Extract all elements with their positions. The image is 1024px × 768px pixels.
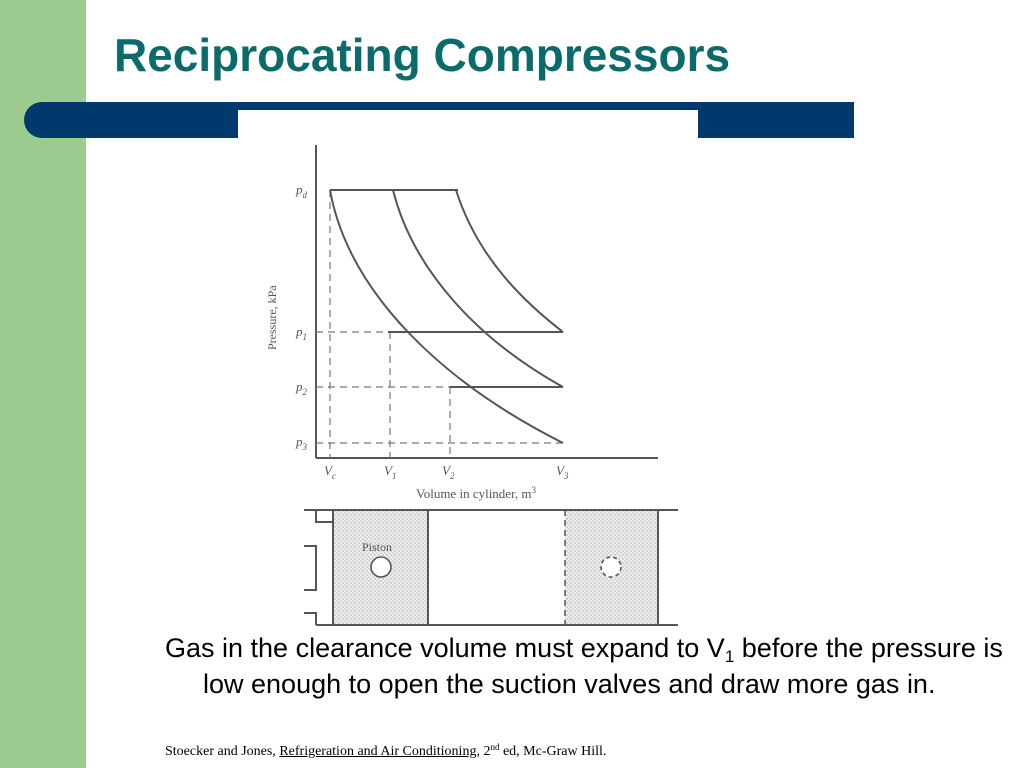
x-axis-label: Volume in cylinder, m3 — [416, 485, 537, 501]
tick-label-v3: V3 — [556, 463, 569, 481]
pv-diagram-svg: Pressure, kPa pd p1 p2 p3 Vc V1 V2 V3 Vo… — [265, 145, 678, 626]
piston-pin-dashed — [600, 556, 622, 578]
citation-edition-sup: nd — [490, 742, 500, 752]
caption-part-2: before the pressure is low enough to ope… — [203, 633, 1003, 699]
dashed-guides — [316, 190, 563, 458]
tick-label-v2: V2 — [442, 463, 455, 481]
cylinder-walls — [304, 509, 678, 626]
citation-book-title: Refrigeration and Air Conditioning — [279, 744, 477, 759]
cylinder-drawing: Piston — [304, 509, 678, 626]
citation-authors: Stoecker and Jones, — [165, 744, 280, 759]
tick-label-p3: p3 — [295, 434, 308, 452]
compression-curve-middle — [392, 189, 564, 388]
tick-label-vc: Vc — [324, 463, 336, 481]
pv-diagram: Pressure, kPa pd p1 p2 p3 Vc V1 V2 V3 Vo… — [238, 110, 698, 630]
cycle-curves — [329, 189, 564, 444]
y-axis-label: Pressure, kPa — [265, 285, 279, 350]
valve-port-middle — [304, 545, 317, 591]
piston-label: Piston — [362, 540, 392, 554]
citation-edition: , 2 — [476, 744, 491, 759]
caption-subscript: 1 — [724, 647, 735, 666]
valve-port-bottom — [304, 612, 317, 625]
re-expansion-curve — [329, 189, 564, 444]
valve-port-top — [304, 509, 333, 523]
piston-pin-solid — [370, 556, 392, 578]
tick-label-p2: p2 — [295, 379, 308, 397]
caption-text: Gas in the clearance volume must expand … — [165, 630, 1024, 702]
compression-curve-outer — [455, 189, 564, 333]
caption-part-1: Gas in the clearance volume must expand … — [165, 633, 725, 663]
title-bar-gap — [238, 110, 698, 138]
tick-label-p1: p1 — [295, 324, 307, 342]
citation: Stoecker and Jones, Refrigeration and Ai… — [165, 742, 607, 760]
tick-label-pd: pd — [295, 182, 308, 200]
tick-label-v1: V1 — [384, 463, 396, 481]
slide-title: Reciprocating Compressors — [114, 29, 731, 81]
citation-publisher: ed, Mc-Graw Hill. — [499, 744, 607, 759]
